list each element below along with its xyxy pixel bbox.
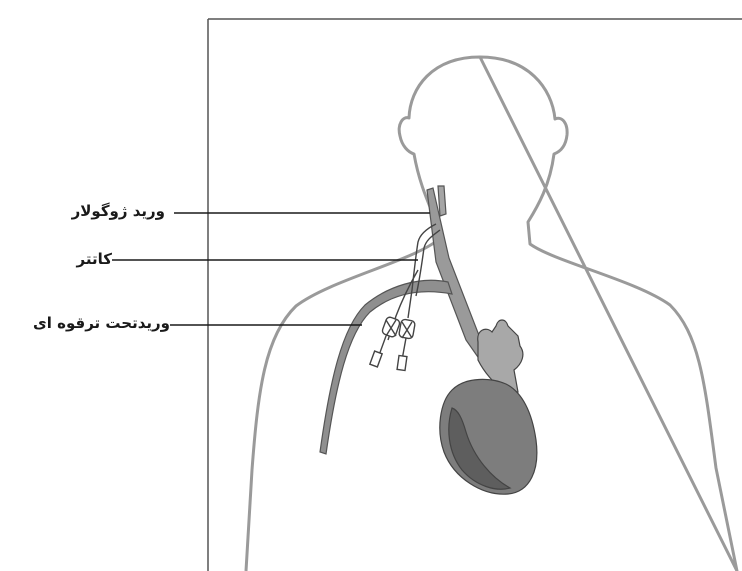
jugular-branch <box>438 186 446 216</box>
subclavian-vein-label: وریدتحت ترقوه ای <box>33 316 170 331</box>
jugular-vein-label: ورید ژوگولار <box>72 204 165 219</box>
figure-frame <box>208 19 742 571</box>
catheter-hub-2 <box>397 319 415 371</box>
body-outline <box>246 57 737 571</box>
catheter-label: کاتتر <box>77 252 112 267</box>
heart <box>440 320 537 494</box>
catheter-hub-1 <box>370 316 401 367</box>
